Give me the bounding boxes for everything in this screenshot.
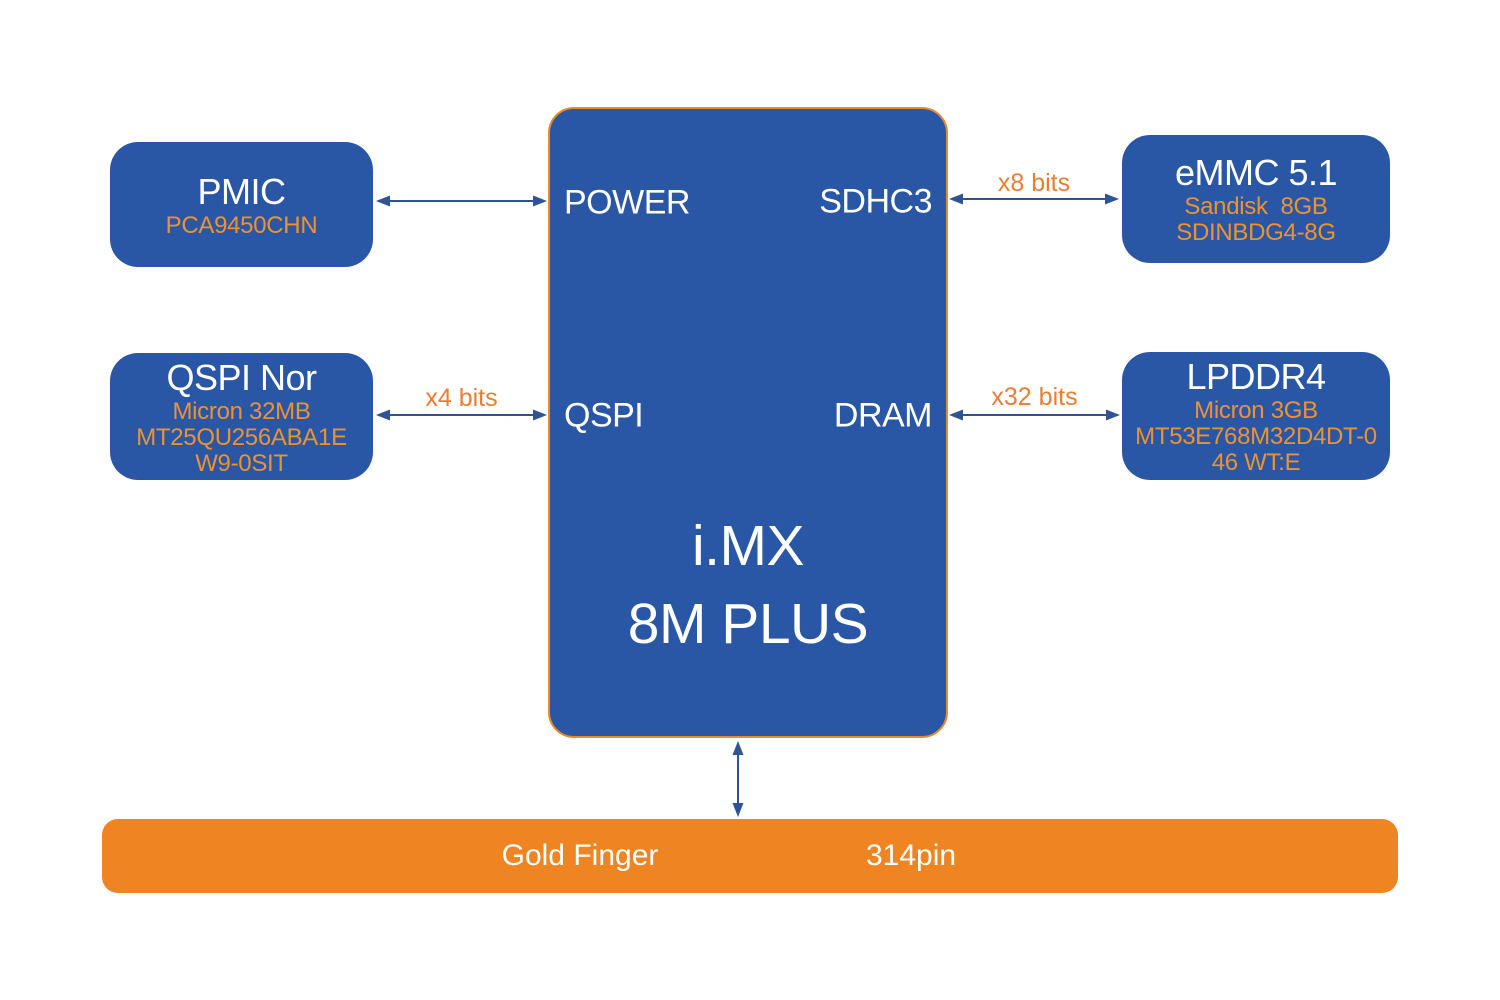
pmic-block: PMIC PCA9450CHN xyxy=(110,142,373,267)
soc-title-line1: i.MX xyxy=(692,514,805,578)
sdhc3-emmc-double-arrow-icon xyxy=(949,193,1119,205)
bus-width-label-qspi: x4 bits xyxy=(425,384,498,412)
qspi-nor-part-number-line1: MT25QU256ABA1E xyxy=(136,423,347,451)
qspi-nor-block: QSPI Nor Micron 32MB MT25QU256ABA1E W9-0… xyxy=(110,353,373,480)
gold-finger-bar: Gold Finger 314pin xyxy=(102,819,1398,893)
qspi-nor-title: QSPI Nor xyxy=(166,356,317,398)
qspi-nor-vendor: Micron 32MB xyxy=(172,397,311,425)
lpddr4-block: LPDDR4 Micron 3GB MT53E768M32D4DT-0 46 W… xyxy=(1122,352,1390,480)
emmc-title: eMMC 5.1 xyxy=(1174,152,1338,193)
lpddr4-part-number-line1: MT53E768M32D4DT-0 xyxy=(1135,423,1377,450)
lpddr4-vendor: Micron 3GB xyxy=(1194,397,1318,424)
emmc-part-number: SDINBDG4-8G xyxy=(1176,219,1336,246)
soc-port-qspi: QSPI xyxy=(564,396,644,435)
emmc-vendor: Sandisk 8GB xyxy=(1184,193,1328,220)
qspi-nor-qspi-double-arrow-icon xyxy=(376,409,547,421)
emmc-block: eMMC 5.1 Sandisk 8GB SDINBDG4-8G xyxy=(1122,135,1390,263)
soc-port-power: POWER xyxy=(564,183,690,222)
soc-title: i.MX 8M PLUS xyxy=(550,507,946,663)
gold-finger-label: Gold Finger xyxy=(501,839,659,872)
lpddr4-part-number-line2: 46 WT:E xyxy=(1211,449,1301,476)
soc-port-sdhc3: SDHC3 xyxy=(819,182,932,221)
soc-block: POWER SDHC3 QSPI DRAM i.MX 8M PLUS xyxy=(548,107,948,738)
lpddr4-title: LPDDR4 xyxy=(1186,356,1326,397)
soc-title-line2: 8M PLUS xyxy=(627,592,869,656)
soc-goldfinger-double-arrow-icon xyxy=(732,741,744,817)
pmic-power-double-arrow-icon xyxy=(376,195,547,207)
bus-width-label-sdhc3: x8 bits xyxy=(997,169,1071,197)
dram-lpddr4-double-arrow-icon xyxy=(949,409,1120,421)
pmic-part-number: PCA9450CHN xyxy=(165,211,318,239)
bus-width-label-dram: x32 bits xyxy=(991,383,1078,411)
pmic-title: PMIC xyxy=(197,170,287,212)
gold-finger-pin-count: 314pin xyxy=(865,839,957,872)
soc-port-dram: DRAM xyxy=(833,396,933,435)
qspi-nor-part-number-line2: W9-0SIT xyxy=(195,449,288,477)
